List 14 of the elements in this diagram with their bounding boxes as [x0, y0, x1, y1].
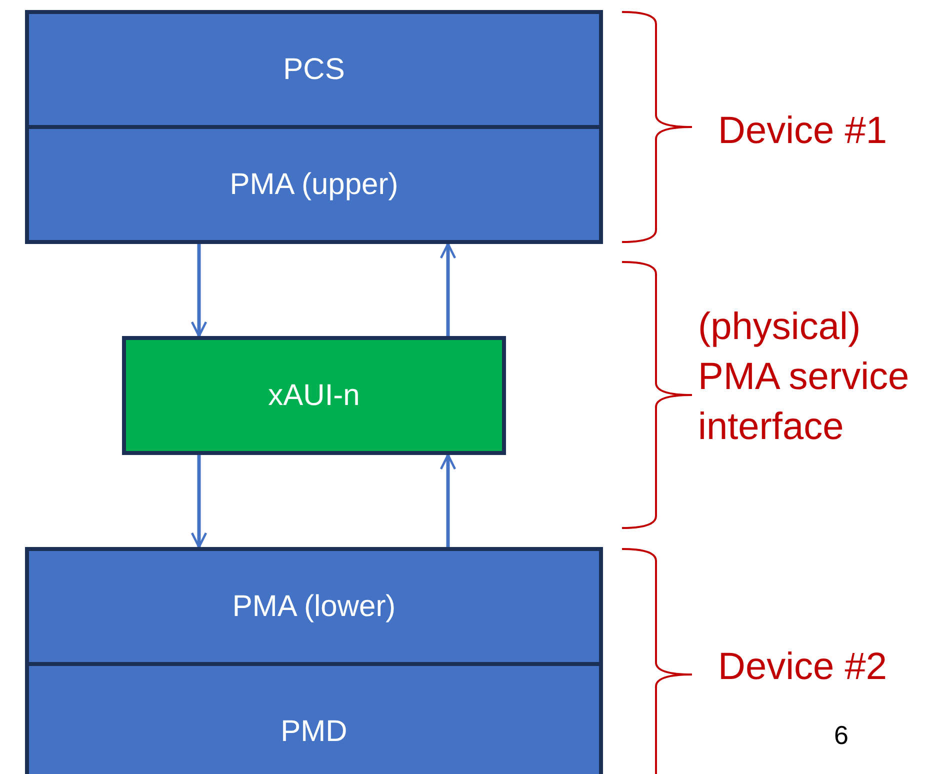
box-label: PMA (lower) — [232, 590, 396, 624]
bracket-label: (physical) PMA service interface — [698, 305, 910, 450]
page-number: 6 — [834, 719, 850, 752]
box-label: xAUI-n — [268, 378, 360, 412]
box-label: PMD — [280, 715, 348, 749]
interface-box — [122, 336, 506, 455]
bracket-label: Device #1 — [718, 109, 888, 154]
arrow — [440, 454, 456, 547]
box-label: PCS — [283, 52, 345, 86]
bracket-label: Device #2 — [718, 645, 888, 690]
arrow — [190, 455, 208, 548]
arrow — [190, 244, 208, 338]
arrow — [440, 242, 456, 336]
box-label: PMA (upper) — [230, 168, 398, 202]
